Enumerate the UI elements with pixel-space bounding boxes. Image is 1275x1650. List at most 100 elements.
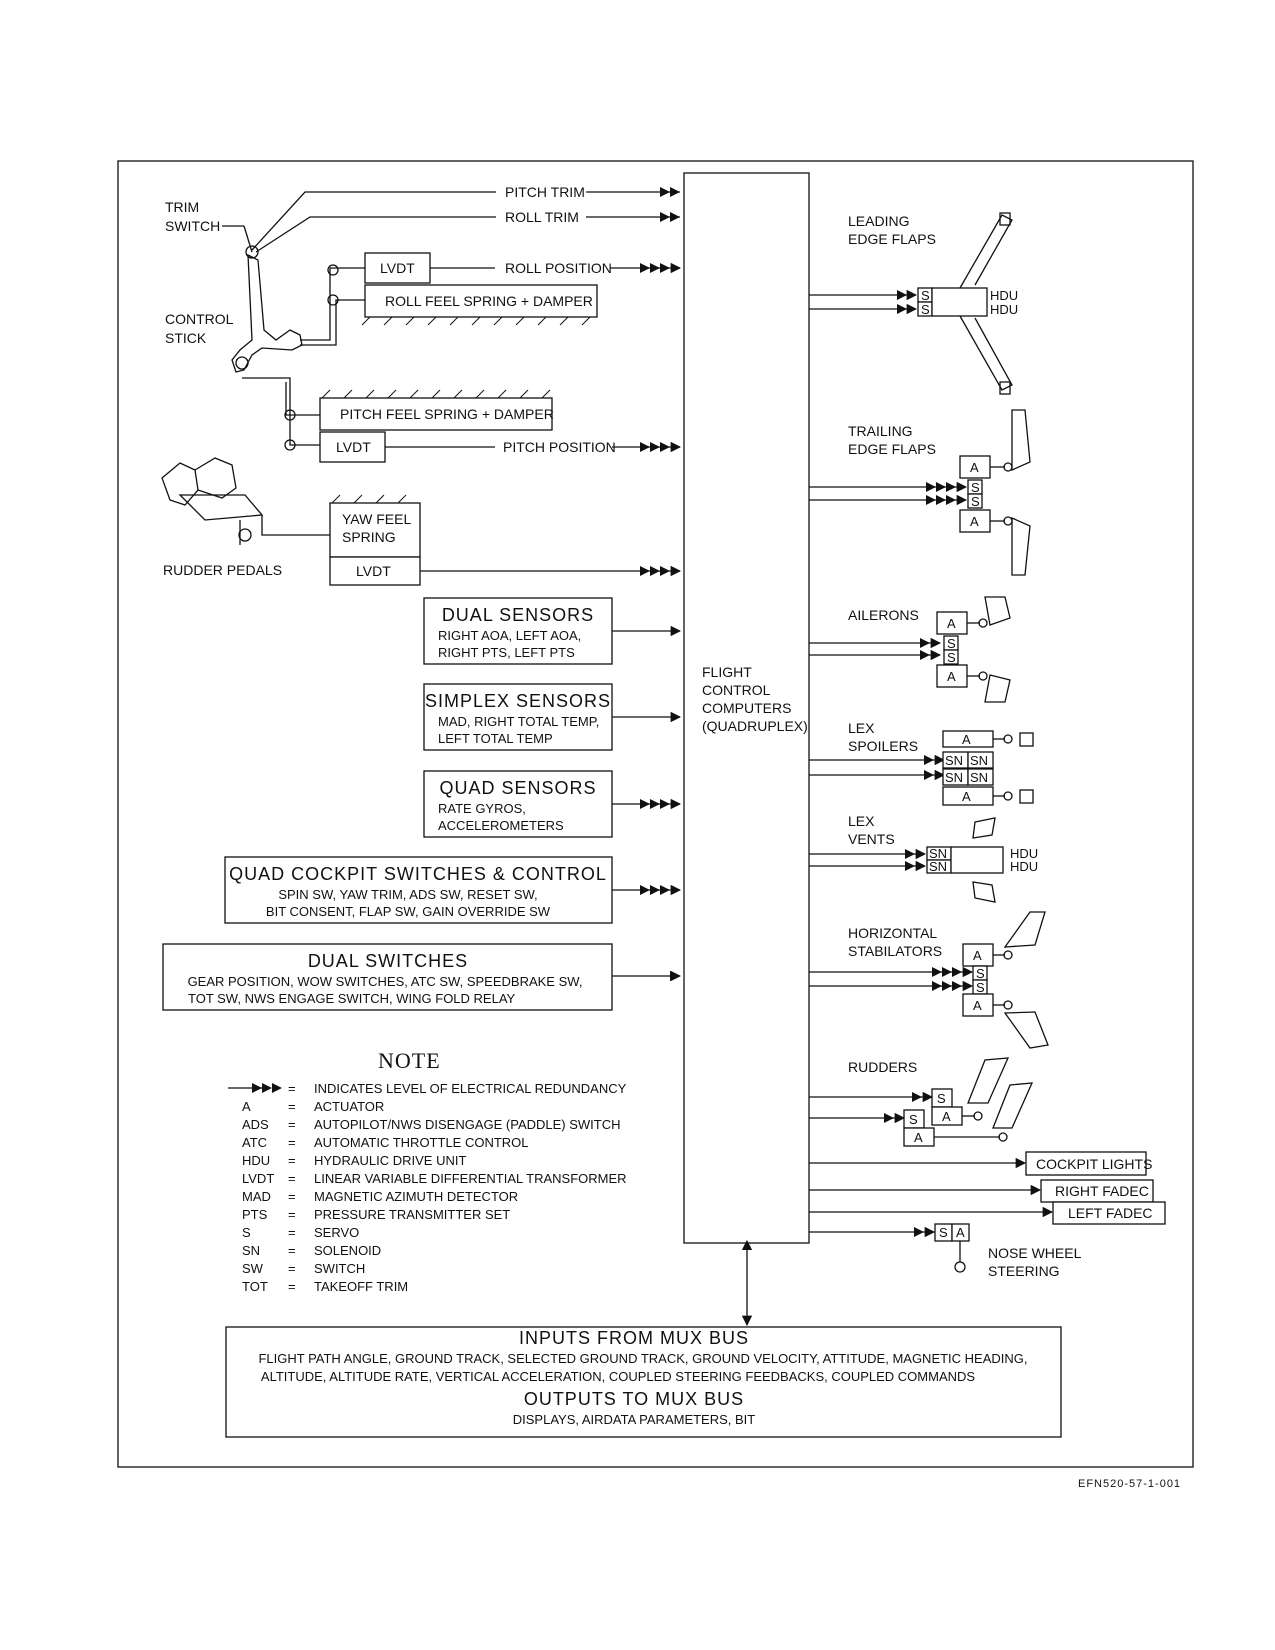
svg-text:EDGE FLAPS: EDGE FLAPS	[848, 231, 936, 247]
note-title: NOTE	[378, 1048, 441, 1073]
svg-text:S: S	[921, 302, 930, 317]
pitch-feel-label: PITCH FEEL SPRING + DAMPER	[340, 406, 554, 422]
fcc-label-2: CONTROL	[702, 682, 771, 698]
mux-outputs-title: OUTPUTS TO MUX BUS	[524, 1389, 744, 1409]
svg-text:A: A	[973, 998, 982, 1013]
sensor-box-quad-cockpit-switches: QUAD COCKPIT SWITCHES & CONTROL SPIN SW,…	[224, 856, 682, 924]
svg-text:S: S	[976, 966, 985, 981]
pitch-feel-box	[319, 397, 553, 431]
note-equals: =	[288, 1225, 296, 1240]
svg-text:S: S	[909, 1112, 918, 1127]
svg-text:COCKPIT LIGHTS: COCKPIT LIGHTS	[1036, 1156, 1152, 1172]
svg-text:SN: SN	[929, 846, 947, 861]
svg-text:RIGHT AOA, LEFT AOA,: RIGHT AOA, LEFT AOA,	[438, 628, 581, 643]
note-abbr: ATC	[242, 1135, 267, 1150]
note-abbr: LVDT	[242, 1171, 274, 1186]
svg-text:BIT CONSENT, FLAP SW, GAIN OVE: BIT CONSENT, FLAP SW, GAIN OVERRIDE SW	[266, 904, 551, 919]
svg-text:LEX: LEX	[848, 720, 875, 736]
svg-text:S: S	[971, 494, 980, 509]
note-abbr: S	[242, 1225, 251, 1240]
svg-text:STEERING: STEERING	[988, 1263, 1060, 1279]
yaw-feel-label-2: SPRING	[342, 529, 396, 545]
svg-text:DUAL SENSORS: DUAL SENSORS	[442, 605, 594, 625]
svg-text:TRAILING: TRAILING	[848, 423, 913, 439]
note-equals: =	[288, 1171, 296, 1186]
yaw-feel-box	[329, 502, 421, 558]
yaw-feel-label-1: YAW FEEL	[342, 511, 411, 527]
pitch-position-label: PITCH POSITION	[503, 439, 616, 455]
output-redundancy-arrowheads	[884, 290, 962, 1237]
svg-text:EDGE FLAPS: EDGE FLAPS	[848, 441, 936, 457]
roll-position-label: ROLL POSITION	[505, 260, 612, 276]
note-equals: =	[288, 1153, 296, 1168]
note-abbr: MAD	[242, 1189, 271, 1204]
left-fadec-output: LEFT FADEC	[809, 1201, 1166, 1225]
rudder-pedals-drawing: RUDDER PEDALS	[161, 457, 330, 578]
note-equals: =	[288, 1081, 296, 1096]
roll-lvdt-label: LVDT	[380, 260, 415, 276]
sensor-box-quad-sensors: QUAD SENSORS RATE GYROS, ACCELEROMETERS	[423, 770, 682, 838]
cockpit-lights-output: COCKPIT LIGHTS	[809, 1151, 1152, 1176]
svg-text:SN: SN	[970, 753, 988, 768]
svg-text:HDU: HDU	[1010, 846, 1038, 861]
svg-text:GEAR POSITION, WOW SWITCHES, A: GEAR POSITION, WOW SWITCHES, ATC SW, SPE…	[188, 974, 583, 989]
svg-text:S: S	[921, 288, 930, 303]
note-equals: =	[288, 1099, 296, 1114]
note-equals: =	[288, 1279, 296, 1294]
fcc-label-1: FLIGHT	[702, 664, 752, 680]
svg-text:DUAL SWITCHES: DUAL SWITCHES	[308, 951, 468, 971]
svg-text:A: A	[962, 789, 971, 804]
trim-switch-label-2: SWITCH	[165, 218, 220, 234]
roll-trim-label: ROLL TRIM	[505, 209, 579, 225]
svg-text:A: A	[947, 616, 956, 631]
lex-vents-output: LEX VENTS SN SN HDU HDU	[809, 813, 1038, 903]
redundancy-arrowheads	[640, 187, 680, 981]
svg-text:HORIZONTAL: HORIZONTAL	[848, 925, 937, 941]
note-abbr: TOT	[242, 1279, 268, 1294]
svg-text:HDU: HDU	[990, 288, 1018, 303]
note-equals: =	[288, 1243, 296, 1258]
yaw-lvdt-box	[329, 556, 421, 586]
roll-feel-label: ROLL FEEL SPRING + DAMPER	[385, 293, 593, 309]
svg-text:LEFT TOTAL TEMP: LEFT TOTAL TEMP	[438, 731, 553, 746]
svg-text:VENTS: VENTS	[848, 831, 895, 847]
svg-text:S: S	[947, 636, 956, 651]
note-definition: SOLENOID	[314, 1243, 381, 1258]
mux-bus-box	[225, 1326, 1062, 1438]
note-definition: PRESSURE TRANSMITTER SET	[314, 1207, 510, 1222]
svg-text:S: S	[939, 1225, 948, 1240]
mux-inputs-line-2: ALTITUDE, ALTITUDE RATE, VERTICAL ACCELE…	[261, 1369, 975, 1384]
note-abbr: HDU	[242, 1153, 270, 1168]
svg-text:S: S	[937, 1091, 946, 1106]
svg-text:A: A	[973, 948, 982, 963]
mux-outputs-line: DISPLAYS, AIRDATA PARAMETERS, BIT	[513, 1412, 756, 1427]
svg-text:STABILATORS: STABILATORS	[848, 943, 942, 959]
svg-text:A: A	[956, 1225, 965, 1240]
note-abbr: SN	[242, 1243, 260, 1258]
svg-text:A: A	[914, 1130, 923, 1145]
nose-wheel-steering-output: S A NOSE WHEEL STEERING	[809, 1223, 1082, 1279]
svg-text:QUAD COCKPIT SWITCHES & CONTRO: QUAD COCKPIT SWITCHES & CONTROL	[229, 864, 607, 884]
note-abbr: A	[242, 1099, 251, 1114]
right-fadec-output: RIGHT FADEC	[809, 1179, 1154, 1203]
leading-edge-flaps-output: LEADING EDGE FLAPS S S HDU HDU	[809, 212, 1018, 395]
control-stick-label-1: CONTROL	[165, 311, 234, 327]
note-abbr: SW	[242, 1261, 264, 1276]
svg-text:S: S	[976, 980, 985, 995]
svg-text:LEADING: LEADING	[848, 213, 909, 229]
trim-switch-label-1: TRIM	[165, 199, 199, 215]
note-equals: =	[288, 1117, 296, 1132]
svg-text:SPIN SW, YAW TRIM, ADS SW, RES: SPIN SW, YAW TRIM, ADS SW, RESET SW,	[278, 887, 537, 902]
figure-id: EFN520-57-1-001	[1078, 1478, 1181, 1490]
svg-text:NOSE WHEEL: NOSE WHEEL	[988, 1245, 1082, 1261]
note-definition: TAKEOFF TRIM	[314, 1279, 408, 1294]
svg-text:RATE GYROS,: RATE GYROS,	[438, 801, 526, 816]
control-stick-label-2: STICK	[165, 330, 207, 346]
svg-text:SIMPLEX SENSORS: SIMPLEX SENSORS	[425, 691, 611, 711]
note-legend: NOTE = INDICATES LEVEL OF ELECTRICAL REDU…	[228, 1048, 627, 1294]
pitch-lvdt-label: LVDT	[336, 439, 371, 455]
flight-control-computers-box	[683, 172, 810, 1244]
rudder-pedals-label: RUDDER PEDALS	[163, 562, 282, 578]
note-definition: INDICATES LEVEL OF ELECTRICAL REDUNDANCY	[314, 1081, 627, 1096]
